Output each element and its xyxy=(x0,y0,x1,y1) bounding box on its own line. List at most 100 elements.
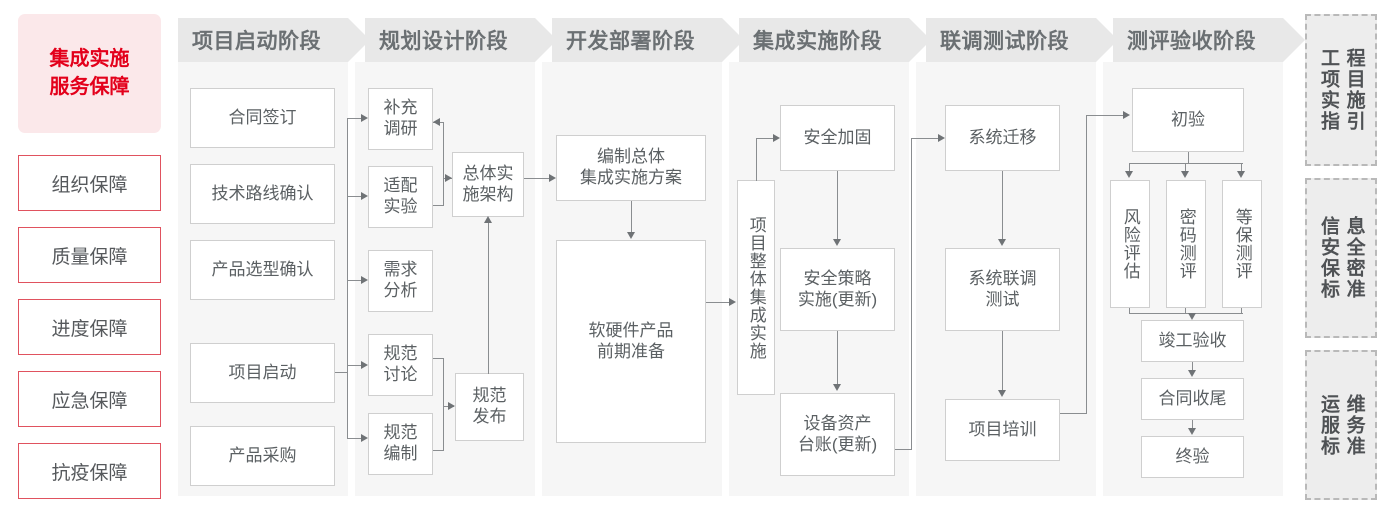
phase-header-5: 联调测试阶段 xyxy=(926,18,1118,62)
guarantee-item-0[interactable]: 组织保障 xyxy=(18,155,161,211)
arrowhead-security-hardening xyxy=(773,134,780,142)
arrowhead-risk-assessment xyxy=(1125,171,1133,178)
node-asset-ledger-update[interactable]: 设备资产 台账(更新) xyxy=(780,393,895,476)
arrowhead-hw-sw-preparation xyxy=(627,232,635,239)
node-overall-implementation-architecture[interactable]: 总体实 施架构 xyxy=(452,152,524,217)
connector-training-vertical xyxy=(1086,115,1088,414)
connector-spec-vertical-merge xyxy=(443,358,445,450)
phase-header-6: 测评验收阶段 xyxy=(1113,18,1305,62)
node-contract-signing[interactable]: 合同签订 xyxy=(190,88,335,148)
node-preliminary-acceptance[interactable]: 初验 xyxy=(1132,88,1244,152)
node-system-joint-test[interactable]: 系统联调 测试 xyxy=(945,248,1060,331)
arrowhead-back-to-supplementary-research xyxy=(433,118,440,126)
arrowhead-architecture-from-spec xyxy=(484,216,492,223)
connector-to-system-migration xyxy=(911,138,939,140)
phase-header-2: 规划设计阶段 xyxy=(365,18,557,62)
arrowhead-spec-release xyxy=(448,402,455,410)
connector-research-vertical-merge xyxy=(443,122,445,205)
arrowhead-preliminary-acceptance xyxy=(1123,111,1130,119)
connector-to-supplementary-research xyxy=(347,118,361,120)
connector-experiment-merge xyxy=(433,205,444,207)
arrowhead-completion-acceptance xyxy=(1188,313,1196,320)
connector-crypto-up xyxy=(1185,308,1187,314)
phase-header-1: 项目启动阶段 xyxy=(178,18,370,62)
connector-risk-up xyxy=(1129,308,1131,314)
service-guarantee-title: 集成实施 服务保障 xyxy=(18,14,161,133)
node-system-migration[interactable]: 系统迁移 xyxy=(945,105,1060,171)
connector-to-adaptation-experiment xyxy=(347,196,361,198)
node-supplementary-research[interactable]: 补充 调研 xyxy=(368,88,433,150)
connector-closure-to-final xyxy=(1192,420,1194,429)
arrowhead-spec-drafting xyxy=(361,434,368,442)
node-overall-integration-implementation[interactable]: 项目整体集成实施 xyxy=(737,180,775,395)
connector-kickoff-out xyxy=(335,372,348,374)
node-spec-release[interactable]: 规范 发布 xyxy=(455,373,524,441)
node-security-hardening[interactable]: 安全加固 xyxy=(780,105,895,171)
connector-migration-to-joint-test xyxy=(1002,171,1004,240)
connector-classified-up xyxy=(1241,308,1243,314)
node-project-kickoff[interactable]: 项目启动 xyxy=(190,343,335,403)
guarantee-item-2[interactable]: 进度保障 xyxy=(18,299,161,355)
connector-architecture-to-plan xyxy=(524,178,550,180)
connector-spine-phase2 xyxy=(347,118,349,438)
arrowhead-spec-discussion xyxy=(361,361,368,369)
connector-drop-classified xyxy=(1241,163,1243,172)
connector-drop-crypto xyxy=(1185,163,1187,172)
connector-integration-up xyxy=(756,138,758,181)
guarantee-item-3[interactable]: 应急保障 xyxy=(18,371,161,427)
node-compile-overall-plan[interactable]: 编制总体 集成实施方案 xyxy=(556,135,706,201)
connector-to-requirement-analysis xyxy=(347,280,361,282)
arrowhead-system-joint-test xyxy=(998,239,1006,246)
arrowhead-project-training xyxy=(998,390,1006,397)
connector-spec-release-to-architecture xyxy=(488,218,490,374)
node-crypto-evaluation[interactable]: 密码测评 xyxy=(1166,180,1206,308)
arrowhead-overall-integration xyxy=(729,298,736,306)
arrowhead-requirement-analysis xyxy=(361,276,368,284)
connector-acceptance-down xyxy=(1188,152,1190,164)
node-completion-acceptance[interactable]: 竣工验收 xyxy=(1141,320,1244,362)
connector-ledger-vertical xyxy=(911,138,913,450)
node-contract-closure[interactable]: 合同收尾 xyxy=(1141,378,1244,420)
connector-policy-to-ledger xyxy=(837,331,839,385)
arrowhead-security-policy xyxy=(833,239,841,246)
connector-training-right xyxy=(1060,413,1087,415)
arrowhead-final-acceptance xyxy=(1188,428,1196,435)
standard-infosec-confidentiality[interactable]: 息全密准 信安保标 xyxy=(1305,178,1377,338)
arrowhead-adaptation-experiment xyxy=(361,192,368,200)
connector-integration-to-hardening xyxy=(756,138,774,140)
node-security-policy-update[interactable]: 安全策略 实施(更新) xyxy=(780,248,895,331)
connector-preparation-to-integration xyxy=(706,302,731,304)
node-classified-protection-evaluation[interactable]: 等保测评 xyxy=(1222,180,1262,308)
arrowhead-system-migration xyxy=(938,134,945,142)
standard-ops-service[interactable]: 维务准 运服标 xyxy=(1305,350,1377,500)
connector-spec-drafting-merge xyxy=(433,450,444,452)
connector-completion-to-closure xyxy=(1192,362,1194,371)
node-adaptation-experiment[interactable]: 适配 实验 xyxy=(368,166,433,228)
connector-drop-risk xyxy=(1129,163,1131,172)
arrowhead-architecture xyxy=(445,174,452,182)
guarantee-item-1[interactable]: 质量保障 xyxy=(18,227,161,283)
connector-spec-discussion-merge xyxy=(433,358,444,360)
node-product-procurement[interactable]: 产品采购 xyxy=(190,426,335,486)
connector-joint-test-to-training xyxy=(1002,331,1004,391)
node-product-selection-confirm[interactable]: 产品选型确认 xyxy=(190,240,335,300)
node-tech-route-confirm[interactable]: 技术路线确认 xyxy=(190,164,335,224)
node-project-training[interactable]: 项目培训 xyxy=(945,399,1060,461)
standard-engineering-guideline[interactable]: 程目施引 工项实指 xyxy=(1305,14,1377,166)
arrowhead-contract-closure xyxy=(1188,370,1196,377)
connector-plan-to-preparation xyxy=(631,201,633,233)
arrowhead-classified-evaluation xyxy=(1237,171,1245,178)
arrowhead-supplementary-research xyxy=(361,114,368,122)
node-hw-sw-preparation[interactable]: 软硬件产品 前期准备 xyxy=(556,240,706,443)
arrowhead-compile-overall-plan xyxy=(549,174,556,182)
connector-to-spec-drafting xyxy=(347,438,361,440)
node-risk-assessment[interactable]: 风险评估 xyxy=(1110,180,1150,308)
node-requirement-analysis[interactable]: 需求 分析 xyxy=(368,250,433,312)
phase-header-4: 集成实施阶段 xyxy=(739,18,931,62)
node-spec-discussion[interactable]: 规范 讨论 xyxy=(368,334,433,396)
arrowhead-asset-ledger xyxy=(833,384,841,391)
node-final-acceptance[interactable]: 终验 xyxy=(1141,436,1244,478)
guarantee-item-4[interactable]: 抗疫保障 xyxy=(18,443,161,499)
node-spec-drafting[interactable]: 规范 编制 xyxy=(368,413,433,475)
